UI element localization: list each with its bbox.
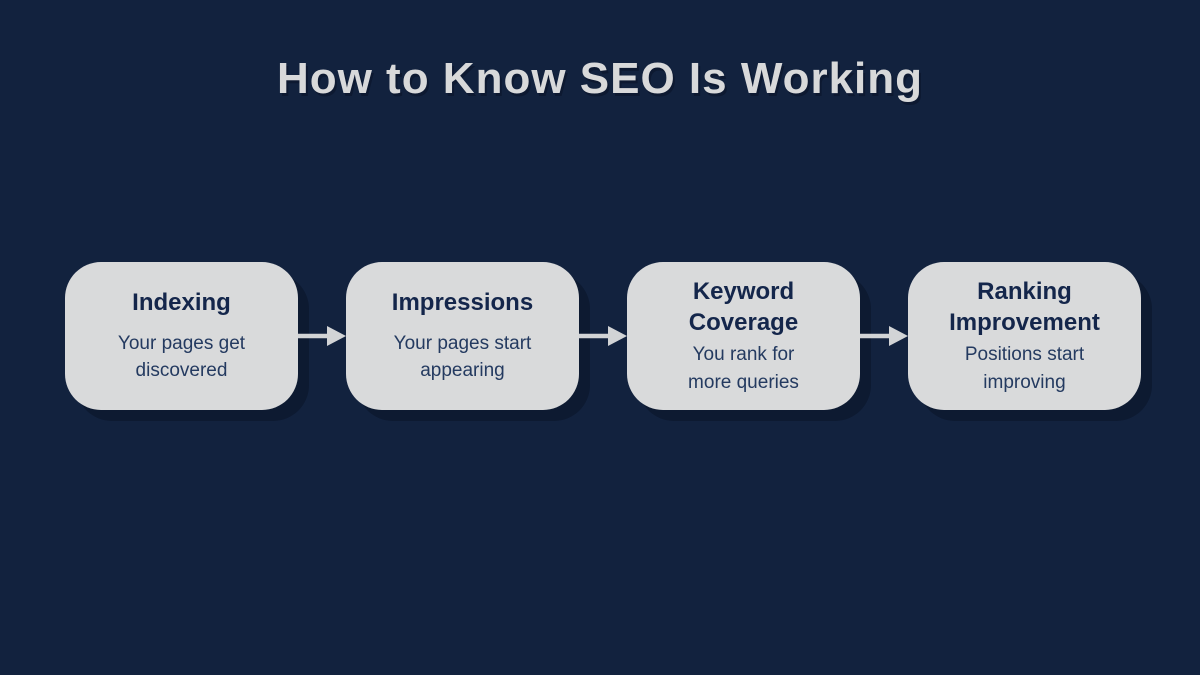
step-title: Impressions (391, 289, 534, 317)
step-card-keyword-coverage: Keyword Coverage You rank for more queri… (627, 262, 860, 410)
page-title: How to Know SEO Is Working (276, 54, 924, 103)
step-title: Keyword Coverage (688, 277, 799, 337)
arrow-right-icon (860, 323, 908, 349)
step-card-impressions: Impressions Your pages start appearing (346, 262, 579, 410)
step-description: Positions start improving (964, 344, 1085, 393)
step-description: You rank for more queries (688, 344, 799, 393)
step-card-ranking-improvement: Ranking Improvement Positions start impr… (908, 262, 1141, 410)
step-title: Indexing (132, 289, 231, 317)
arrow-right-icon (579, 323, 627, 349)
step-card-indexing: Indexing Your pages get discovered (65, 262, 298, 410)
arrow-right-icon (298, 323, 346, 349)
step-description: Your pages start appearing (393, 332, 532, 382)
step-title: Ranking Improvement (949, 277, 1100, 337)
step-description: Your pages get discovered (117, 332, 246, 382)
flow-row: Indexing Your pages get discovered Impre… (65, 262, 1141, 410)
